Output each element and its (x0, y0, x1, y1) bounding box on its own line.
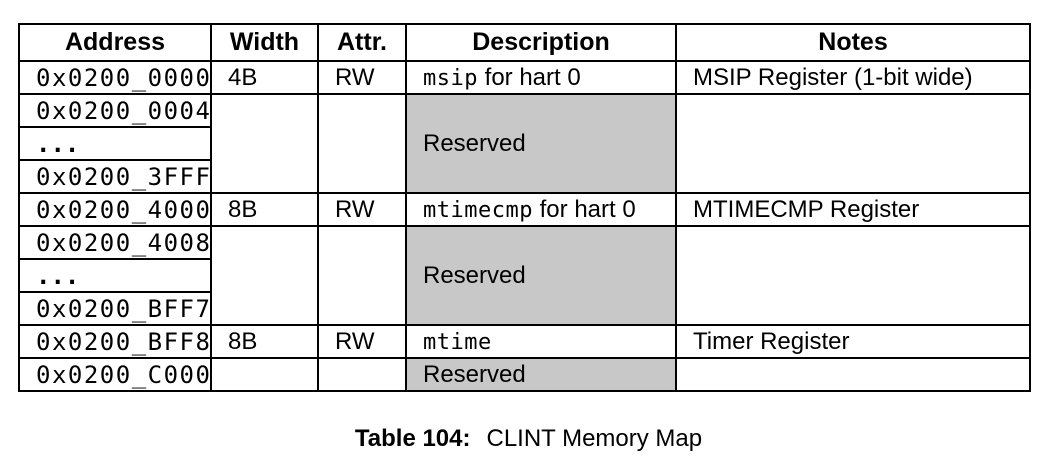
notes-cell: Timer Register (675, 324, 1031, 359)
table-caption-label: Table 104: (354, 425, 471, 452)
description-text: for hart 0 (532, 195, 636, 223)
table-row-msip: 0x0200_0000 4B RW msip for hart 0 MSIP R… (18, 60, 1031, 95)
width-cell-empty (210, 93, 319, 194)
description-cell: mtime (405, 324, 677, 359)
width-cell: 8B (210, 324, 319, 359)
address-cell: 0x0200_0000 (18, 60, 212, 95)
table-row-mtime: 0x0200_BFF8 8B RW mtime Timer Register (18, 324, 1031, 359)
width-cell: 8B (210, 192, 319, 227)
column-header-address: Address (18, 23, 212, 62)
header-row: Address Width Attr. Description Notes (18, 23, 1031, 62)
column-header-description: Description (405, 23, 677, 62)
description-cell: mtimecmp for hart 0 (405, 192, 677, 227)
clint-memory-map-table: Address Width Attr. Description Notes 0x… (18, 23, 1031, 392)
table-caption: Table 104: CLINT Memory Map (0, 425, 1057, 453)
column-header-attr: Attr. (317, 23, 407, 62)
notes-cell: MSIP Register (1-bit wide) (675, 60, 1031, 95)
table-caption-text: CLINT Memory Map (486, 425, 703, 452)
address-ellipsis-cell: ... (18, 258, 212, 293)
table-row-ellipsis: ... (18, 258, 1030, 293)
description-cell-reserved: Reserved (405, 93, 677, 194)
table-row-reserved-end: 0x0200_BFF7 (18, 291, 1030, 326)
attr-cell-empty (317, 93, 407, 194)
description-cell: msip for hart 0 (405, 60, 677, 95)
address-cell: 0x0200_BFF7 (18, 291, 212, 326)
address-cell: 0x0200_BFF8 (18, 324, 212, 359)
column-header-notes: Notes (675, 23, 1031, 62)
attr-cell: RW (317, 192, 407, 227)
attr-cell-empty (317, 357, 407, 392)
table-row-mtimecmp: 0x0200_4000 8B RW mtimecmp for hart 0 MT… (18, 192, 1031, 227)
notes-cell: MTIMECMP Register (675, 192, 1031, 227)
table-row-reserved-start: 0x0200_0004 Reserved (18, 93, 1031, 194)
attr-cell-empty (317, 225, 407, 326)
address-cell: 0x0200_4008 (18, 225, 212, 260)
register-name: mtimecmp (423, 197, 533, 223)
notes-cell-empty (675, 357, 1031, 392)
address-cell: 0x0200_4000 (18, 192, 212, 227)
register-name: mtime (423, 329, 492, 355)
attr-cell: RW (317, 60, 407, 95)
width-cell: 4B (210, 60, 319, 95)
notes-cell-empty (675, 93, 1031, 194)
column-header-width: Width (210, 23, 319, 62)
width-cell-empty (210, 357, 319, 392)
table-row-ellipsis: ... (18, 126, 1030, 161)
address-cell: 0x0200_0004 (18, 93, 212, 128)
notes-cell-empty (675, 225, 1031, 326)
width-cell-empty (210, 225, 319, 326)
table-row-reserved-single: 0x0200_C000 Reserved (18, 357, 1031, 392)
address-cell: 0x0200_3FFF (18, 159, 212, 194)
description-cell-reserved: Reserved (405, 225, 677, 326)
register-name: msip (423, 65, 478, 91)
address-cell: 0x0200_C000 (18, 357, 212, 392)
description-cell-reserved: Reserved (405, 357, 677, 392)
attr-cell: RW (317, 324, 407, 359)
description-text: for hart 0 (477, 63, 581, 91)
table-row-reserved-start: 0x0200_4008 Reserved (18, 225, 1031, 326)
address-ellipsis-cell: ... (18, 126, 212, 161)
table-row-reserved-end: 0x0200_3FFF (18, 159, 1030, 194)
